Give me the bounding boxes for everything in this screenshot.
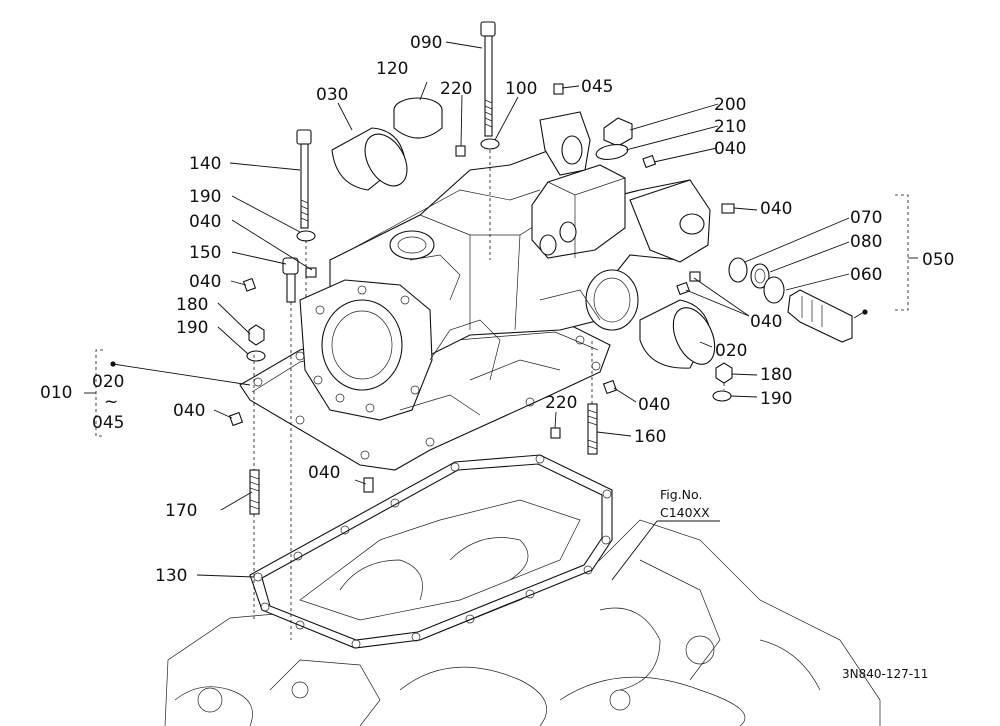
leader-lines [84, 41, 918, 640]
label-030: 030 [316, 85, 348, 105]
label-220-bottom: 220 [545, 393, 577, 413]
label-010-range-start: 020 [92, 372, 124, 392]
label-120: 120 [376, 59, 408, 79]
label-070: 070 [850, 208, 882, 228]
label-170: 170 [165, 501, 197, 521]
label-040-e: 040 [714, 139, 746, 159]
fig-no-label: Fig.No. [660, 487, 702, 502]
label-040-h: 040 [638, 395, 670, 415]
label-080: 080 [850, 232, 882, 252]
label-060: 060 [850, 265, 882, 285]
label-010-range-end: 045 [92, 413, 124, 433]
drawing-number: 3N840-127-11 [842, 667, 928, 681]
hydraulic-housing-drawing [239, 111, 711, 471]
label-045: 045 [581, 77, 613, 97]
label-040-d: 040 [308, 463, 340, 483]
label-010: 010 [40, 383, 72, 403]
label-190-b: 190 [176, 318, 208, 338]
label-140: 140 [189, 154, 221, 174]
gasket-130-drawing [249, 454, 613, 649]
label-180-b: 180 [760, 365, 792, 385]
label-040-c: 040 [173, 401, 205, 421]
label-040-b: 040 [189, 272, 221, 292]
label-040-g: 040 [750, 312, 782, 332]
label-150: 150 [189, 243, 221, 263]
label-190-c: 190 [760, 389, 792, 409]
label-100: 100 [505, 79, 537, 99]
label-050: 050 [922, 250, 954, 270]
label-160: 160 [634, 427, 666, 447]
label-180-a: 180 [176, 295, 208, 315]
label-190-a: 190 [189, 187, 221, 207]
label-040-f: 040 [760, 199, 792, 219]
parts-drawings [228, 21, 853, 515]
label-220-top: 220 [440, 79, 472, 99]
label-020: 020 [715, 341, 747, 361]
label-210: 210 [714, 117, 746, 137]
label-040-a: 040 [189, 212, 221, 232]
label-130: 130 [155, 566, 187, 586]
fig-no-value: C140XX [660, 505, 710, 520]
label-090: 090 [410, 33, 442, 53]
label-010-range-tilde: ~ [104, 392, 118, 412]
engine-block-drawing [164, 519, 881, 726]
part-labels: 090 120 220 100 045 030 140 190 040 150 … [40, 33, 954, 681]
label-200: 200 [714, 95, 746, 115]
